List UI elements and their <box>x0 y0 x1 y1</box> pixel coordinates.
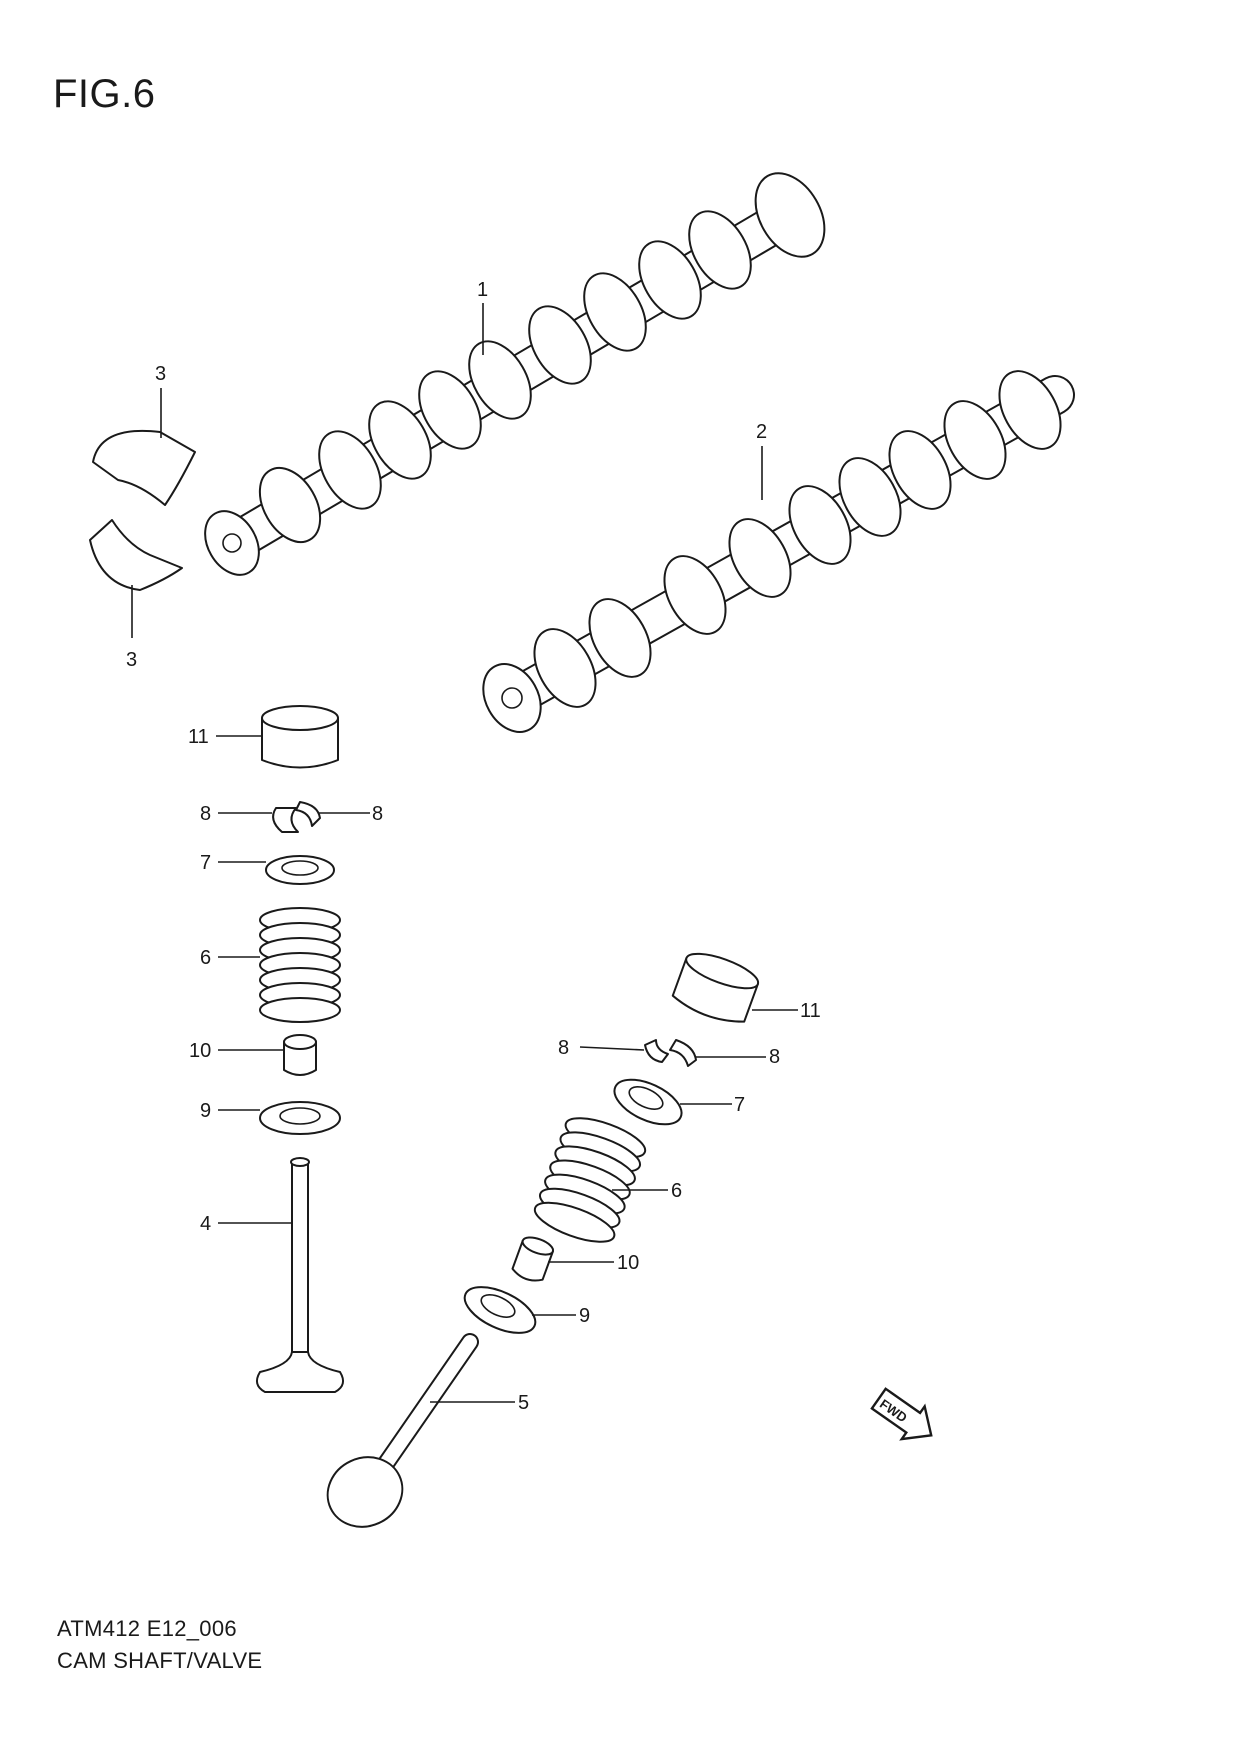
valve-stack-b <box>326 952 760 1528</box>
callout-5: 5 <box>518 1392 529 1414</box>
callout-8-b-right: 8 <box>769 1046 780 1068</box>
figure-title: FIG.6 <box>53 72 156 116</box>
callout-11-b: 11 <box>800 1000 821 1022</box>
fwd-arrow-icon: FWD <box>870 1387 933 1441</box>
callout-3-upper: 3 <box>155 363 166 385</box>
callout-1: 1 <box>477 279 488 301</box>
camshaft-intake <box>204 172 826 576</box>
diagram-caption: CAM SHAFT/VALVE <box>57 1648 263 1673</box>
diagram-code: ATM412 E12_006 <box>57 1616 237 1641</box>
callout-11-a: 11 <box>188 726 209 748</box>
camshaft-exhaust <box>482 370 1075 733</box>
callout-8-b-left: 8 <box>558 1037 569 1059</box>
callout-6-b: 6 <box>671 1180 682 1202</box>
callout-9-a: 9 <box>200 1100 211 1122</box>
bearing-upper <box>92 429 196 506</box>
callout-4: 4 <box>200 1213 211 1235</box>
callout-8-a-left: 8 <box>200 803 211 825</box>
callout-7-a: 7 <box>200 852 211 874</box>
callout-10-a: 10 <box>189 1040 211 1062</box>
callout-9-b: 9 <box>579 1305 590 1327</box>
bearing-lower <box>89 519 183 591</box>
valve-stack-a <box>255 705 345 1393</box>
callout-8-a-right: 8 <box>372 803 383 825</box>
callout-7-b: 7 <box>734 1094 745 1116</box>
callout-10-b: 10 <box>617 1252 639 1274</box>
callout-2: 2 <box>756 421 767 443</box>
callout-6-a: 6 <box>200 947 211 969</box>
callout-3-lower: 3 <box>126 649 137 671</box>
